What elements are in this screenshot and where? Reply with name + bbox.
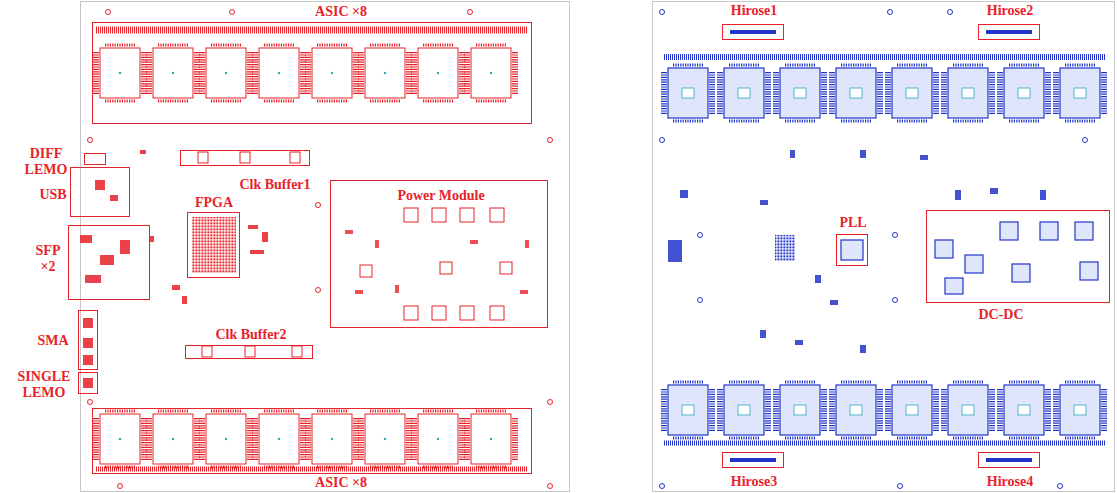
component-region: SMA — [78, 310, 98, 370]
region-label: SINGLE LEMO — [14, 369, 74, 401]
component-region: DC-DC — [926, 210, 1110, 303]
component-region: Hirose4 — [978, 452, 1040, 468]
component-region: Hirose1 — [722, 24, 784, 40]
component-region: Clk Buffer2 — [185, 345, 313, 359]
region-label: Power Module — [395, 188, 486, 204]
component-region: ASIC ×8 — [92, 22, 532, 124]
region-label: Clk Buffer1 — [237, 177, 312, 193]
component-region: Hirose3 — [722, 452, 784, 468]
region-label: DIFF LEMO — [22, 146, 70, 178]
component-region: Hirose2 — [978, 24, 1040, 40]
region-label: ASIC ×8 — [313, 475, 369, 491]
region-label: Clk Buffer2 — [213, 327, 288, 343]
region-label: Hirose3 — [729, 474, 779, 490]
component-region: USB — [70, 167, 130, 217]
component-region: FPGA — [187, 212, 240, 278]
region-label: SMA — [35, 333, 70, 349]
region-label: FPGA — [193, 195, 235, 211]
region-label: Hirose1 — [729, 3, 779, 19]
region-label: SFP ×2 — [28, 243, 68, 275]
component-region: PLL — [836, 234, 868, 266]
region-label: ASIC ×8 — [313, 4, 369, 20]
region-label: PLL — [837, 215, 868, 231]
component-region: Clk Buffer1 — [180, 150, 310, 166]
component-region: SINGLE LEMO — [78, 372, 98, 394]
region-label: Hirose2 — [985, 3, 1035, 19]
component-region: DIFF LEMO — [84, 153, 106, 165]
region-label: USB — [37, 187, 68, 203]
component-region: SFP ×2 — [68, 225, 150, 300]
region-label: DC-DC — [976, 307, 1025, 323]
component-region: Power Module — [330, 180, 548, 328]
component-region: ASIC ×8 — [92, 408, 532, 474]
region-label: Hirose4 — [985, 474, 1035, 490]
